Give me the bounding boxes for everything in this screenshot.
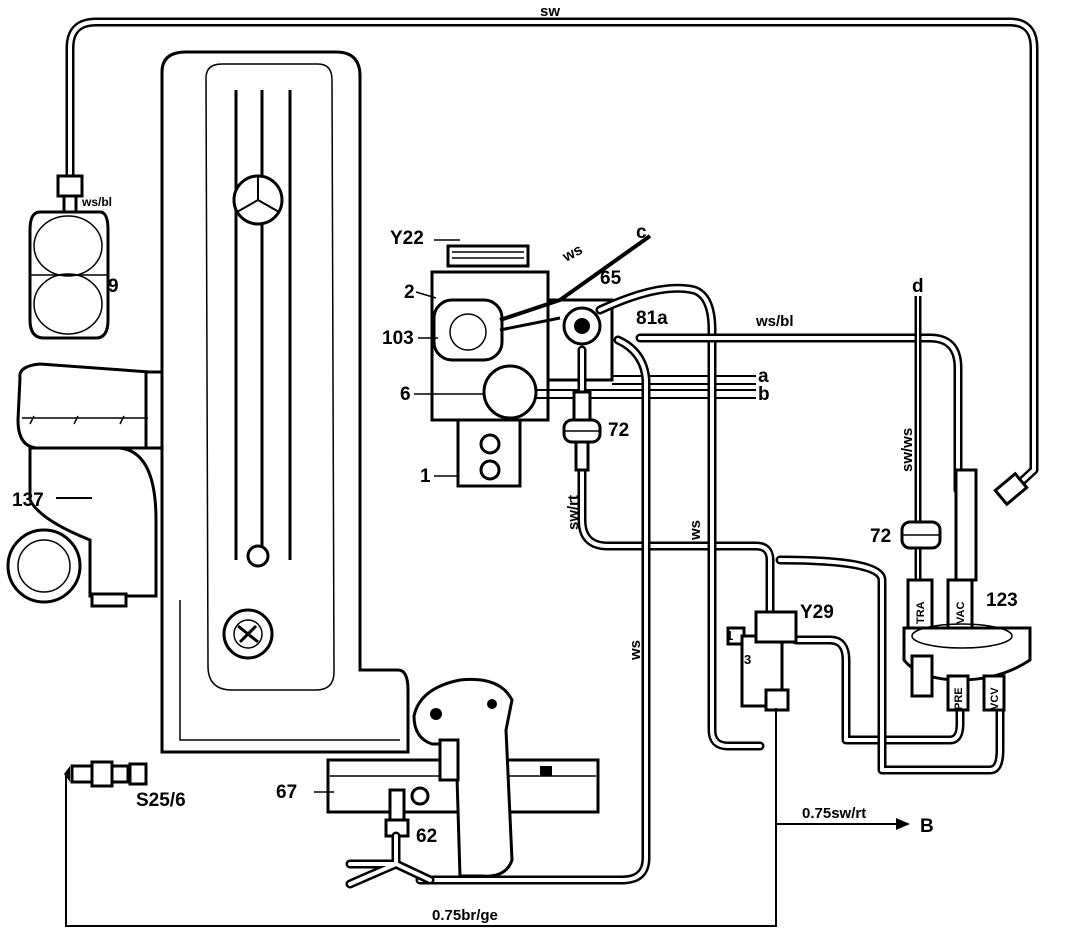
label-b: b	[758, 384, 770, 405]
label-9: 9	[108, 276, 119, 297]
port-vac: VAC	[955, 602, 967, 624]
label-81a: 81a	[636, 308, 668, 329]
label-123: 123	[986, 590, 1018, 611]
y29-pin-1: 1	[726, 628, 733, 643]
check-valve-72-left	[562, 390, 602, 472]
reservoir-hose-label: ws/bl	[81, 195, 112, 209]
label-72-left: 72	[608, 420, 629, 441]
wire-label-bottom: 0.75br/ge	[432, 907, 498, 924]
wire-label-ws-lower: ws	[627, 640, 644, 661]
valve-assembly	[430, 234, 652, 488]
label-65: 65	[600, 268, 622, 289]
wire-label-sw-rt: sw/rt	[565, 495, 582, 530]
y29-pin-3: 3	[744, 652, 751, 667]
label-103: 103	[382, 328, 414, 349]
label-72-right: 72	[870, 526, 891, 547]
wire-label-output: 0.75sw/rt	[802, 805, 866, 822]
label-a: a	[758, 366, 769, 387]
actuator-arm	[412, 677, 514, 878]
y22-connector	[446, 244, 530, 268]
label-1: 1	[420, 466, 431, 487]
label-62: 62	[416, 826, 437, 847]
engine-cover	[160, 50, 410, 754]
vacuum-reservoir	[28, 174, 110, 340]
switch-s25-6	[64, 760, 148, 788]
wire-label-ws-center: ws	[687, 520, 704, 541]
label-137: 137	[12, 490, 44, 511]
component-6	[482, 364, 538, 420]
label-c: c	[636, 222, 647, 243]
wire-label-sw-ws: sw/ws	[899, 428, 916, 472]
label-6: 6	[400, 384, 411, 405]
label-b-arrow: B	[920, 816, 934, 837]
component-103	[432, 298, 504, 362]
label-y22: Y22	[390, 228, 424, 249]
port-pre: PRE	[953, 687, 965, 710]
port-vcv: VCV	[989, 687, 1001, 710]
label-2: 2	[404, 282, 415, 303]
label-y29: Y29	[800, 602, 834, 623]
wire-label-top: sw	[540, 3, 560, 20]
air-intake-137	[6, 362, 166, 608]
label-d: d	[912, 276, 924, 297]
wire-label-ws-bl: ws/bl	[755, 313, 794, 330]
hose-connector-right	[993, 471, 1029, 507]
bottom-wire	[65, 774, 777, 927]
check-valve-72-right	[900, 520, 942, 550]
check-valve-62	[345, 788, 435, 889]
top-hose-sw	[65, 17, 1039, 507]
solenoid-y29	[726, 610, 910, 924]
label-s25-6: S25/6	[136, 790, 186, 811]
wire-label-ws-c: ws	[559, 241, 586, 266]
label-67: 67	[276, 782, 297, 803]
oil-cap-small	[246, 544, 270, 568]
hoses-center	[415, 283, 1005, 885]
pressure-converter-123	[902, 468, 1032, 712]
port-tra: TRA	[915, 601, 927, 624]
